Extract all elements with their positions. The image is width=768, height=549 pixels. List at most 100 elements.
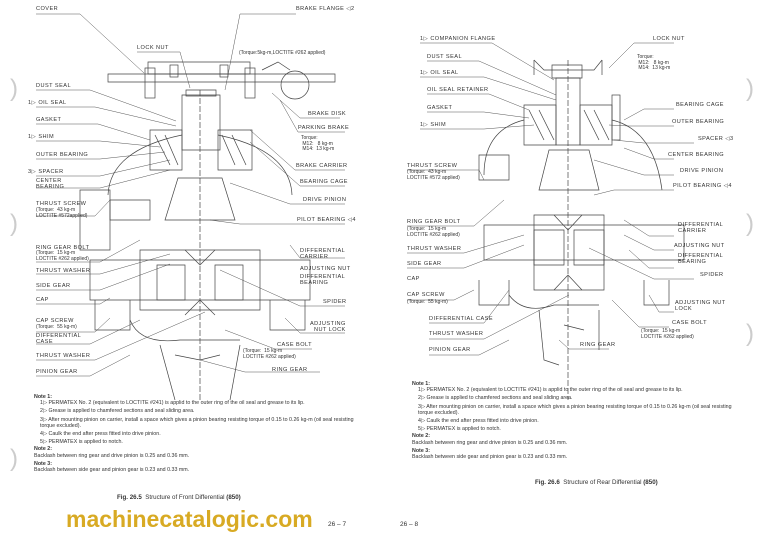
figure-title: Structure of Front Differential [145, 494, 225, 501]
label-ring-gear-bolt: RING GEAR BOLT [407, 219, 461, 225]
note2-text: Backlash between ring gear and drive pin… [34, 452, 190, 459]
note1-title: Note 1: [412, 381, 430, 387]
label-thrust-washer-2: THRUST WASHER [36, 353, 91, 359]
label-center-bearing: CENTER BEARING [668, 152, 725, 158]
label-oil-seal: 1▷ OIL SEAL [420, 70, 459, 76]
label-outer-bearing: OUTER BEARING [36, 152, 89, 158]
binding-hole: ) [746, 75, 754, 102]
note1-item: 3▷ After mounting pinion on carrier, ins… [40, 416, 354, 429]
figure-caption: Fig. 26.6 Structure of Rear Differential… [535, 479, 658, 486]
label-pinion-gear: PINION GEAR [429, 347, 471, 353]
page-rear-differential: 1▷ COMPANION FLANGE LOCK NUT DUST SEAL T… [384, 0, 768, 549]
figure-caption: Fig. 26.5 Structure of Front Differentia… [117, 494, 241, 501]
label-lock-nut: LOCK NUT [653, 36, 685, 42]
label-thrust-washer: THRUST WASHER [407, 246, 462, 252]
label-differential-case: DIFFERENTIAL CASE [36, 333, 82, 345]
note3-text: Backlash between side gear and pinion ge… [34, 467, 190, 474]
torque-lock-nut: (Torque:5kg-m,LOCTITE #262 applied) [239, 50, 326, 56]
label-case-bolt: CASE BOLT [672, 320, 708, 326]
label-center-bearing: CENTER BEARING [36, 178, 65, 190]
label-side-gear: SIDE GEAR [36, 283, 71, 289]
label-adjusting-nut: ADJUSTING NUT [674, 243, 725, 249]
torque-ring-gear-bolt: (Torque: 15 kg-m LOCTITE #262 applied) [36, 250, 89, 262]
note1-item: 2▷ Grease is applied to chamfered sectio… [40, 408, 195, 415]
label-differential-carrier: DIFFERENTIAL CARRIER [678, 222, 724, 234]
note1-item: 2▷ Grease is applied to chamfered sectio… [418, 395, 573, 402]
front-differential-diagram [36, 13, 345, 400]
rear-differential-diagram [407, 42, 694, 400]
label-cover: COVER [36, 6, 59, 12]
notes-front: Note 1: 1▷ PERMATEX No. 2 (equivalent to… [34, 394, 354, 473]
label-cap-screw: CAP SCREW [36, 318, 74, 324]
label-spacer: SPACER ◁3 [698, 136, 734, 142]
label-ring-gear-bolt: RING GEAR BOLT [36, 245, 90, 251]
torque-bearing-cage: Torque: M12: 8 kg-m M14: 13 kg-m [637, 54, 671, 72]
label-differential-case: DIFFERENTIAL CASE [429, 316, 494, 322]
label-adjusting-nut-lock: ADJUSTING NUT LOCK [310, 321, 346, 333]
label-shim: 1▷ SHIM [28, 134, 55, 140]
binding-hole: ) [10, 75, 18, 102]
label-oil-seal-retainer: OIL SEAL RETAINER [427, 87, 489, 93]
label-parking-brake: PARKING BRAKE [298, 125, 350, 131]
label-differential-carrier: DIFFERENTIAL CARRIER [300, 248, 346, 260]
note3-title: Note 3: [412, 447, 430, 454]
label-ring-gear: RING GEAR [272, 367, 308, 373]
label-spider: SPIDER [323, 299, 347, 305]
note1-item: 1▷ PERMATEX No. 2 (equivalent to LOCTITE… [418, 387, 683, 394]
binding-hole: ) [746, 320, 754, 347]
label-case-bolt: CASE BOLT [277, 342, 313, 348]
binding-hole: ) [10, 445, 18, 472]
label-oil-seal: 1▷ OIL SEAL [28, 100, 67, 106]
label-adjusting-nut-lock: ADJUSTING NUT LOCK [675, 300, 726, 312]
figure-number: Fig. 26.6 [535, 479, 560, 486]
label-adjusting-nut: ADJUSTING NUT [300, 266, 351, 272]
note1-item: 5▷ PERMATEX is applied to notch. [40, 439, 123, 446]
figure-model: (850) [226, 494, 241, 501]
watermark: machinecatalogic.com [66, 506, 313, 532]
label-lock-nut: LOCK NUT [137, 45, 169, 51]
note3-text: Backlash between side gear and pinion ge… [412, 454, 568, 461]
page-front-differential: COVER BRAKE FLANGE ◁2 LOCK NUT (Torque:5… [10, 6, 356, 528]
figure-title: Structure of Rear Differential [563, 479, 642, 486]
note1-item: 1▷ PERMATEX No. 2 (equivalent to LOCTITE… [40, 400, 305, 407]
label-cap-screw: CAP SCREW [407, 292, 445, 298]
label-differential-bearing: DIFFERENTIAL BEARING [678, 253, 724, 265]
label-companion-flange: 1▷ COMPANION FLANGE [420, 36, 496, 42]
label-outer-bearing: OUTER BEARING [672, 119, 725, 125]
note2-text: Backlash between ring gear and drive pin… [412, 439, 568, 446]
note1-item: 4▷ Caulk the end after press fitted into… [418, 418, 539, 425]
note1-item: 4▷ Caulk the end after press fitted into… [40, 431, 161, 438]
label-gasket: GASKET [36, 117, 62, 123]
label-thrust-washer-2: THRUST WASHER [429, 331, 484, 337]
torque-case-bolt: (Torque: 15 kg-m LOCTITE #262 applied) [641, 328, 694, 340]
label-cap: CAP [36, 297, 49, 303]
label-thrust-washer: THRUST WASHER [36, 268, 91, 274]
torque-thrust-screw: (Torque: 43 kg-m LOCTITE #572applied) [36, 207, 88, 219]
torque-cap-screw: (Torque: 55 kg-m) [407, 299, 448, 305]
label-shim: 1▷ SHIM [420, 122, 447, 128]
label-side-gear: SIDE GEAR [407, 261, 442, 267]
label-drive-pinion: DRIVE PINION [303, 197, 347, 203]
note2-title: Note 2: [34, 446, 52, 453]
label-pinion-gear: PINION GEAR [36, 369, 78, 375]
note1-item: 3▷ After mounting pinion on carrier, ins… [418, 403, 732, 416]
binding-hole: ) [746, 210, 754, 237]
label-ring-gear: RING GEAR [580, 342, 616, 348]
binding-hole: ) [10, 210, 18, 237]
label-dust-seal: DUST SEAL [427, 54, 463, 60]
label-bearing-cage: BEARING CAGE [676, 102, 724, 108]
label-pilot-bearing: PILOT BEARING ◁4 [297, 217, 356, 223]
label-spider: SPIDER [700, 272, 724, 278]
label-brake-disk: BRAKE DISK [308, 111, 347, 117]
label-spacer: 3▷ SPACER [28, 169, 64, 175]
note3-title: Note 3: [34, 460, 52, 467]
label-cap: CAP [407, 276, 420, 282]
figure-model: (850) [643, 479, 658, 486]
label-brake-flange: BRAKE FLANGE ◁2 [296, 6, 355, 12]
notes-rear: Note 1: 1▷ PERMATEX No. 2 (equivalent to… [412, 381, 742, 460]
torque-brake: Torque: M12: 8 kg-m M14: 13 kg-m [301, 135, 335, 153]
page-number: 26 – 7 [328, 521, 347, 528]
page-number: 26 – 8 [400, 521, 419, 528]
note1-title: Note 1: [34, 394, 52, 400]
label-thrust-screw: THRUST SCREW [407, 163, 458, 169]
